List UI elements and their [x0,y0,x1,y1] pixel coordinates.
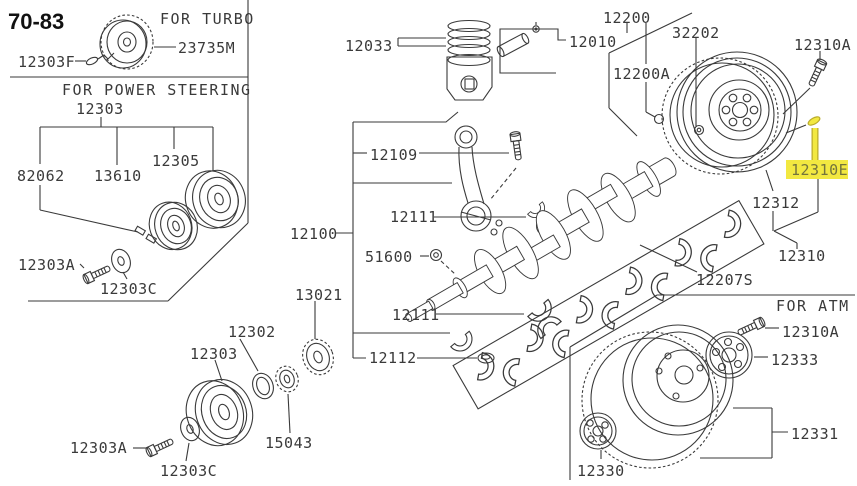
turbo-section-title: FOR TURBO [160,10,255,28]
atm-ring-gear-drawing [581,324,734,469]
part-label-ps-spacer: 82062 [17,167,65,185]
ps-keys-drawing [134,225,158,244]
ps-bolt-drawing [79,262,113,286]
part-label-ps-washer: 12303C [100,280,157,298]
flywheel-group-bracket [765,169,819,249]
part-label-flywheel-bolt: 12310A [794,36,851,54]
part-label-pilot-bushing: 32202 [672,24,720,42]
part-label-thrust-bearing: 12112 [369,349,417,367]
flywheel-bolt-drawing [782,51,829,115]
part-label-atm-bolt: 12310A [782,323,839,341]
atm-section-title: FOR ATM [776,297,850,315]
part-label-rod-bearing-lower: 12111 [392,306,440,324]
crankshaft-bracket: 12100 12112 51600 [290,111,495,367]
section-borders [10,0,855,480]
part-label-atm-adapter: 12330 [577,462,625,480]
connecting-rod-group: 12109 12111 [370,125,554,236]
pilot-pin-highlight[interactable] [786,160,848,179]
oil-thrower-drawing [252,372,274,400]
part-label-oil-thrower: 12302 [228,323,276,341]
part-label-flywheel: 12312 [752,194,800,212]
piston-group: 12033 12010 [345,19,617,101]
snap-ring-drawing [532,22,540,33]
crank-pulley-drawing [185,378,254,447]
oil-pump-gear-drawing [275,365,299,393]
rod-bolt-drawing [419,130,525,201]
crank-pulley-washer-drawing [180,416,200,462]
part-label-oil-pump-gear: 15043 [265,434,313,452]
part-label-ps-pulley-inner: 13610 [94,167,142,185]
flywheel-assy-bracket [608,12,693,137]
ps-section-title: FOR POWER STEERING [62,81,252,99]
part-label-flywheel-group: 12310 [778,247,826,265]
part-label-ring-set: 12033 [345,37,393,55]
flywheel-sub-leader [645,23,665,125]
ps-pulley-outer-drawing [184,169,246,229]
piston-bracket [499,28,566,74]
part-label-rod-bolt: 12109 [370,146,418,164]
part-label-ps-pulley-assy: 12303 [76,100,124,118]
atm-adapter-drawing [579,412,617,459]
crank-nose-bolt-drawing [420,248,457,276]
atm-bolt-drawing [735,315,779,339]
crank-sprocket-drawing [302,338,334,376]
turbo-bolt-drawing [75,52,115,66]
part-label-crank-pulley: 12303 [190,345,238,363]
part-label-turbo-damper: 23735M [178,39,235,57]
part-label-crank-pulley-washer: 12303C [160,462,217,480]
part-label-atm-ring-gear: 12331 [791,425,839,443]
crank-pulley-group: 13021 12302 15043 12303 12303A 12303C [70,286,343,480]
part-label-crank-sprocket: 13021 [295,286,343,304]
ps-washer-drawing [111,248,131,280]
main-bearing-set-group: 12207S 12111 [392,199,765,410]
part-label-turbo-bolt: 12303F [18,53,75,71]
atm-ring-gear-bracket [700,407,788,459]
part-label-crank-nose-bolt: 51600 [365,248,413,266]
page-ref-number: 70-83 [8,9,64,34]
pilot-pin-highlight-group[interactable]: 12310E [785,115,848,179]
piston-pin-drawing [496,32,530,58]
part-label-flywheel-assy: 12200 [603,9,651,27]
rod-bearing-upper-drawing [434,201,554,233]
pilot-pin-drawing [807,116,821,126]
ps-bracket-lines [39,117,214,233]
atm-drive-plate-drawing [705,331,768,379]
crank-pulley-bolt-drawing [133,435,176,459]
rod-bearing-lower-drawing [436,298,562,340]
flywheel-group: 12200 32202 12200A 12310A [603,9,851,265]
part-label-piston: 12010 [569,33,617,51]
part-label-crankshaft: 12100 [290,225,338,243]
turbo-damper-drawing [99,14,176,70]
turbo-section: FOR TURBO 23735M 12303F [18,10,255,71]
part-label-main-bearing-set: 12207S [696,271,753,289]
crankshaft-drawing [405,157,677,322]
ring-set-drawing [397,19,491,67]
part-label-crank-pulley-bolt: 12303A [70,439,127,457]
flywheel-drawing [661,38,798,175]
atm-section: FOR ATM 12310A 12333 12331 [577,297,850,480]
part-label-flywheel-sub: 12200A [613,65,670,83]
part-label-atm-drive-plate: 12333 [771,351,819,369]
ps-pulley-inner-drawing [148,201,198,251]
piston-drawing [446,56,493,101]
part-label-pilot-pin[interactable]: 12310E [791,161,848,179]
part-label-rod-bearing-upper: 12111 [390,208,438,226]
part-label-ps-pulley-outer: 12305 [152,152,200,170]
part-label-ps-bolt: 12303A [18,256,75,274]
connecting-rod-drawing [454,125,503,236]
power-steering-section: FOR POWER STEERING 12303 82062 13610 123… [17,81,252,298]
